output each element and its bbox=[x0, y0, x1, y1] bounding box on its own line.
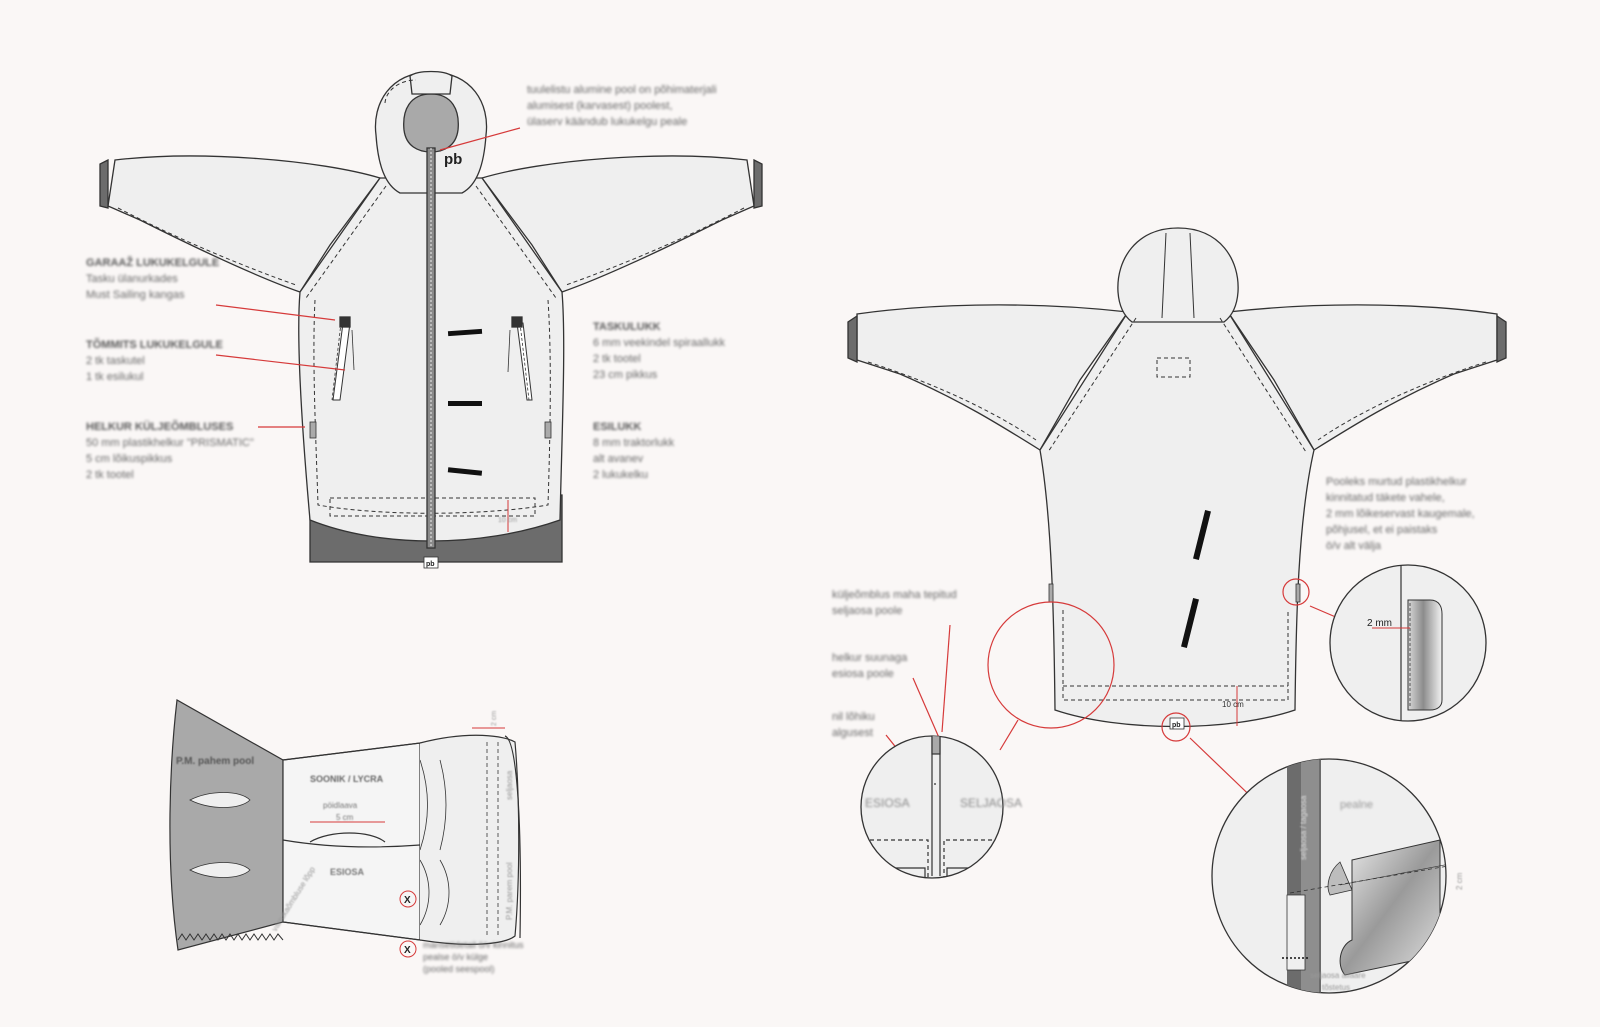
callout-garage-heading: GARAAŽ LUKUKELGULE bbox=[86, 257, 220, 269]
hood-note-line-3: ülaserv käändub lukukelgu peale bbox=[527, 116, 688, 128]
front-right-sleeve bbox=[480, 155, 755, 293]
front-pocket-right bbox=[507, 316, 533, 401]
cuff-edge-label: seljaosa bbox=[505, 770, 514, 800]
reflector-detail bbox=[1329, 564, 1487, 722]
side-seam-detail bbox=[860, 735, 1004, 879]
hood-note-line-2: alumisest (karvasest) poolest, bbox=[527, 100, 673, 112]
side-seam-right-label: SELJAOSA bbox=[960, 796, 1022, 810]
seam-note-2-line-2: esiosa poole bbox=[832, 668, 894, 680]
front-logo: pb bbox=[444, 151, 462, 168]
front-left-cuff bbox=[99, 158, 109, 209]
cuff-top-measure: 2 cm bbox=[491, 711, 498, 726]
back-reflector-note-line-4: põhjusel, et ei paistaks bbox=[1326, 524, 1438, 536]
seam-note-1: küljeõmblus maha tepitud seljaosa poole bbox=[832, 587, 957, 619]
back-hem-logo: pb bbox=[1172, 722, 1181, 729]
seam-note-3-line-1: nil lõhiku bbox=[832, 711, 875, 723]
cuff-body-label: ESIOSA bbox=[330, 867, 365, 877]
hood-note-line-1: tuulelistu alumine pool on põhimaterjali bbox=[527, 84, 717, 96]
callout-pocket-zip-line-1: 6 mm veekindel spiraallukk bbox=[593, 337, 726, 349]
front-callout-arrows bbox=[215, 127, 521, 428]
callout-garage-line-1: Tasku ülanurkades bbox=[86, 273, 178, 285]
seam-note-1-line-1: küljeõmblus maha tepitud bbox=[832, 589, 957, 601]
cuff-measure-label: 5 cm bbox=[336, 813, 354, 822]
back-hem-measure: 10 cm bbox=[1222, 700, 1244, 709]
cuff-note-line-3: (pooled seespool) bbox=[423, 964, 495, 974]
callout-pocket-zip: TASKULUKK 6 mm veekindel spiraallukk 2 t… bbox=[593, 319, 725, 383]
back-reflector-note: Pooleks murtud plastikhelkur kinnitatud … bbox=[1326, 474, 1475, 554]
front-view bbox=[99, 70, 763, 569]
cuff-note-line-1: mansetidetail ö/v kinnitus bbox=[423, 940, 524, 950]
cuff-detail bbox=[169, 699, 522, 951]
cuff-marker-2: X bbox=[404, 945, 411, 956]
cuff-note: mansetidetail ö/v kinnitus pealse ö/v kü… bbox=[423, 939, 524, 975]
front-hem-measure: 10 cm bbox=[498, 517, 517, 524]
seam-note-1-line-2: seljaosa poole bbox=[832, 605, 903, 617]
front-hood-inner bbox=[403, 93, 459, 153]
callout-garage: GARAAŽ LUKUKELGULE Tasku ülanurkades Mus… bbox=[86, 255, 219, 303]
callout-puller-line-1: 2 tk taskutel bbox=[86, 355, 145, 367]
callout-reflector-line-2: 5 cm lõikuspikkus bbox=[86, 453, 173, 465]
callout-front-zip-line-1: 8 mm traktorlukk bbox=[593, 437, 675, 449]
hood-note: tuulelistu alumine pool on põhimaterjali… bbox=[527, 82, 717, 130]
back-hood bbox=[1117, 227, 1239, 323]
back-reflector-note-line-1: Pooleks murtud plastikhelkur bbox=[1326, 476, 1467, 488]
callout-pocket-zip-line-3: 23 cm pikkus bbox=[593, 369, 658, 381]
seam-note-3: nil lõhiku algusest bbox=[832, 709, 875, 741]
back-view bbox=[847, 227, 1507, 730]
back-reflector-note-line-3: 2 mm lõikeservast kaugemale, bbox=[1326, 508, 1475, 520]
callout-puller-heading: TÕMMITS LUKUKELGULE bbox=[86, 339, 223, 351]
back-right-sleeve bbox=[1226, 304, 1498, 451]
back-left-sleeve bbox=[856, 304, 1130, 451]
callout-reflector-heading: HELKUR KÜLJEÕMBLUSES bbox=[86, 421, 234, 433]
callout-reflector: HELKUR KÜLJEÕMBLUSES 50 mm plastikhelkur… bbox=[86, 419, 254, 483]
callout-front-zip-line-2: alt avanev bbox=[593, 453, 644, 465]
cuff-note-line-2: pealse ö/v külge bbox=[423, 952, 489, 962]
callout-puller: TÕMMITS LUKUKELGULE 2 tk taskutel 1 tk e… bbox=[86, 337, 223, 385]
hem-detail-bottom-1: seljaosa allääre bbox=[1310, 971, 1366, 980]
cuff-band-label: SOONIK / LYCRA bbox=[310, 774, 384, 784]
hem-detail-strip-label: seljaosa / tagaosa bbox=[1299, 795, 1308, 860]
cuff-stitch-label: pöidlaava bbox=[323, 801, 358, 810]
callout-pocket-zip-line-2: 2 tk tootel bbox=[593, 353, 641, 365]
back-reflector-note-line-2: kinnitatud täkete vahele, bbox=[1326, 492, 1445, 504]
reflector-detail-measure: 2 mm bbox=[1367, 618, 1392, 629]
callout-puller-line-2: 1 tk esilukul bbox=[86, 371, 144, 383]
callout-reflector-line-1: 50 mm plastikhelkur "PRISMATIC" bbox=[86, 437, 254, 449]
callout-front-zip: ESILUKK 8 mm traktorlukk alt avanev 2 lu… bbox=[593, 419, 674, 483]
callout-pocket-zip-heading: TASKULUKK bbox=[593, 321, 661, 333]
cuff-marker-1: X bbox=[404, 895, 411, 906]
callout-reflector-line-3: 2 tk tootel bbox=[86, 469, 134, 481]
back-reflector-note-line-5: ö/v alt välja bbox=[1326, 540, 1382, 552]
hem-detail-measure: 2 cm bbox=[1455, 872, 1464, 890]
cuff-panel-left-label: P.M. pahem pool bbox=[176, 756, 254, 767]
seam-note-3-line-2: algusest bbox=[832, 727, 873, 739]
seam-note-2: helkur suunaga esiosa poole bbox=[832, 650, 907, 682]
cuff-inner-label: P.M. parem pool bbox=[505, 862, 514, 920]
callout-front-zip-line-3: 2 lukukelku bbox=[593, 469, 649, 481]
front-right-cuff bbox=[753, 158, 763, 209]
hem-detail bbox=[1211, 758, 1447, 994]
hem-detail-bottom-2: tõstetus bbox=[1322, 983, 1350, 992]
front-hem-logo: pb bbox=[426, 561, 435, 568]
hem-detail-top-label: pealne bbox=[1340, 799, 1373, 811]
callout-garage-line-2: Must Sailing kangas bbox=[86, 289, 185, 301]
front-left-sleeve bbox=[107, 155, 382, 293]
side-seam-left-label: ESIOSA bbox=[865, 796, 910, 810]
front-pocket-left bbox=[331, 316, 355, 401]
callout-front-zip-heading: ESILUKK bbox=[593, 421, 642, 433]
seam-note-2-line-1: helkur suunaga bbox=[832, 652, 908, 664]
